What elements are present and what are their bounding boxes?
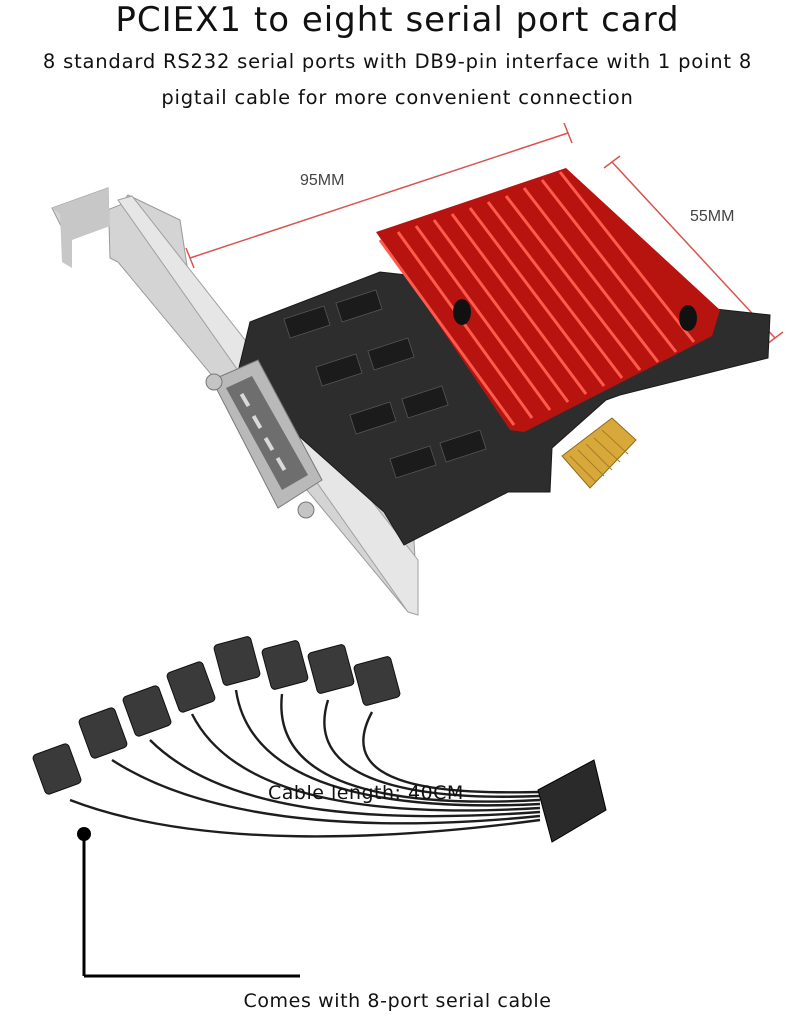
cable-caption: Comes with 8-port serial cable	[243, 990, 552, 1012]
page-title: PCIEX1 to eight serial port card	[115, 0, 680, 40]
pointer-line	[77, 827, 300, 978]
db9-connector-row	[32, 636, 401, 795]
length-dimension-line	[185, 122, 573, 269]
cable-wires	[69, 689, 541, 838]
height-dimension-label: 55MM	[690, 208, 735, 225]
gold-finger-edge	[561, 417, 637, 489]
length-dimension-label: 95MM	[300, 172, 345, 189]
heatsink	[376, 168, 720, 432]
cable-header-plug	[537, 759, 607, 843]
chip-array	[283, 289, 487, 479]
height-dimension-line	[603, 155, 784, 345]
page-subtitle: 8 standard RS232 serial ports with DB9-p…	[42, 50, 753, 109]
cable-length-label: Cable length: 40CM	[268, 782, 464, 804]
db-connector	[205, 359, 323, 519]
